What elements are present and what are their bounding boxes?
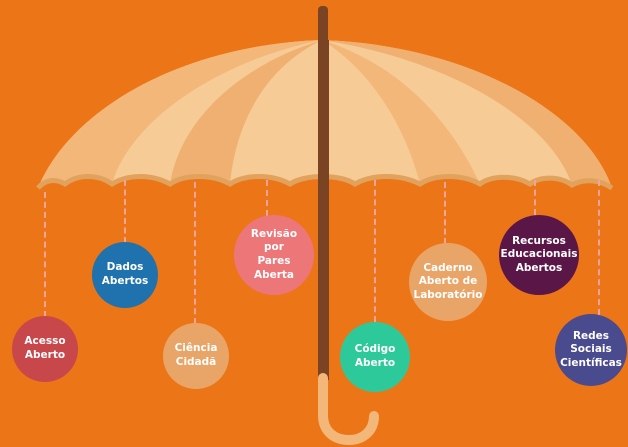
canopy-panel-right [322,40,612,188]
umbrella-tip [318,6,328,46]
canopy-panel-center-left [170,40,322,184]
topic-dados-abertos: Dados Abertos [92,242,158,308]
topic-recursos-educacionais-abertos: Recursos Educacionais Abertos [499,215,579,295]
topic-codigo-aberto: Código Aberto [340,322,410,392]
thread-revisao [266,180,268,216]
canopy-panel-left [38,40,322,188]
canopy-panel-center-right [322,40,480,184]
thread-redes [598,180,600,315]
thread-acesso-aberto [44,192,46,317]
topic-revisao-por-pares-aberta: Revisão por Pares Aberta [234,215,314,295]
thread-dados-abertos [124,180,126,243]
thread-caderno [444,182,446,244]
topic-ciencia-cidada: Ciência Cidadã [163,323,229,389]
thread-ciencia-cidada [194,182,196,324]
thread-recursos [534,180,536,215]
umbrella-handle [318,373,379,446]
topic-caderno-aberto-de-laboratorio: Caderno Aberto de Laboratório [409,243,487,321]
topic-redes-sociais-cientificas: Redes Sociais Científicas [555,314,627,386]
umbrella-shaft [318,40,329,380]
topic-acesso-aberto: Acesso Aberto [12,316,78,382]
thread-codigo-aberto [374,180,376,322]
